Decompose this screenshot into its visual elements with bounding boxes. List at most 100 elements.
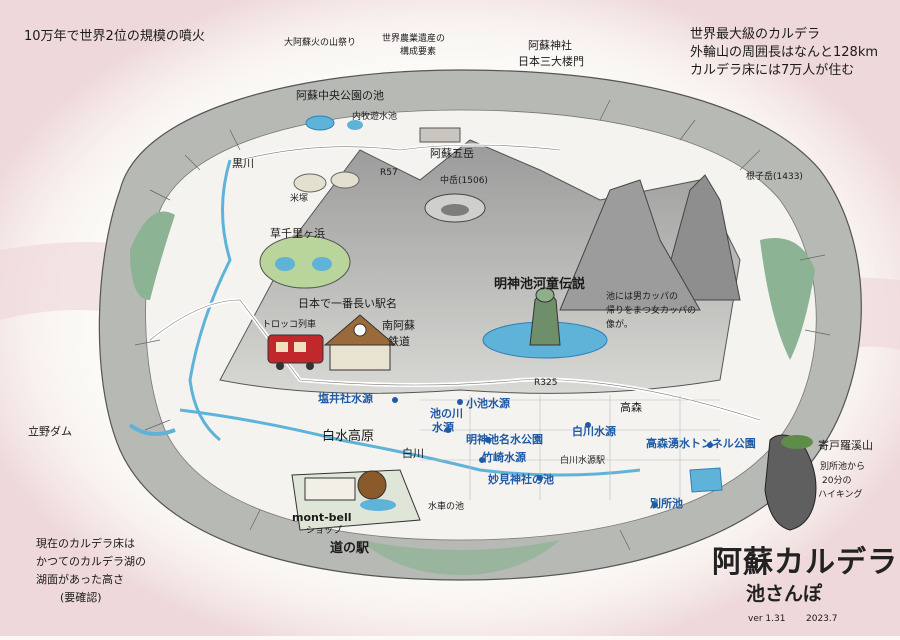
label-myoken-pond: 妙見神社の池	[488, 473, 554, 486]
label-kappa-note-3: 像が。	[606, 320, 633, 330]
label-caldera-note-1: 世界最大級のカルデラ	[690, 27, 821, 42]
label-takesaki-spring: 竹崎水源	[482, 451, 526, 464]
label-hike-note-3: ハイキング	[818, 490, 863, 500]
map-title: 阿蘇カルデラ	[712, 545, 898, 580]
nekodake-name: 根子岳	[746, 172, 774, 182]
label-volcano-rank: 10万年で世界2位の規模の噴火	[24, 29, 205, 44]
spring-takamori	[707, 442, 713, 448]
label-lake-note-3: 湖面があった高さ	[36, 573, 124, 586]
spring-myoken	[537, 475, 543, 481]
station-clock	[353, 323, 367, 337]
label-beppu-pond: 別所池	[650, 497, 683, 510]
aso-central-park-pond	[305, 115, 335, 131]
kusasenri-pond-2	[312, 257, 332, 271]
label-lake-note-4: (要確認)	[60, 591, 102, 604]
label-minami-aso-1: 南阿蘇	[382, 319, 415, 332]
label-torokko: トロッコ列車	[262, 320, 317, 330]
label-shirakawa-spring: 白川水源	[572, 425, 616, 438]
r57-road-edge	[239, 144, 561, 161]
kanbatake-trees	[781, 435, 813, 449]
train-wheel-2	[306, 362, 314, 370]
label-hike-note-2: 20分の	[822, 476, 852, 486]
nakadake-name: 中岳	[440, 176, 459, 186]
shirakawa-river	[179, 408, 641, 477]
rim-forest-right	[760, 238, 815, 360]
rim-forest-bottom	[360, 540, 560, 575]
label-takamori: 高森	[620, 401, 642, 414]
kappa-head	[535, 287, 555, 303]
aso-shrine-gate	[419, 127, 461, 143]
kusasenri-pond-1	[275, 257, 295, 271]
waterwheel-pond	[360, 499, 396, 511]
spring-myojin-park	[485, 437, 491, 443]
label-nakadake: 中岳(1506)	[440, 176, 488, 186]
train-window-2	[294, 342, 306, 352]
komezuka-mound-2	[330, 171, 360, 189]
map-subtitle: 池さんぽ	[746, 583, 823, 605]
label-kappa-note-2: 帰りをまつ女カッパの	[606, 306, 697, 316]
label-montbell-1: mont-bell	[292, 511, 352, 524]
label-kappa-note-1: 池には男カッパの	[606, 292, 679, 302]
rim-hatching	[134, 99, 831, 551]
label-r57: R57	[380, 168, 398, 178]
label-r325: R325	[534, 378, 558, 388]
label-takamori-tunnel-park: 高森湧水トンネル公園	[646, 437, 756, 450]
label-kurokawa: 黒川	[232, 157, 254, 170]
label-tateno-dam: 立野ダム	[28, 425, 72, 438]
station-building	[329, 344, 391, 371]
label-caldera-note-2: 外輪山の周囲長はなんと128km	[690, 45, 879, 60]
label-aso-five-peaks: 阿蘇五岳	[430, 147, 474, 160]
label-kanbatake: 寄戸羅溪山	[818, 439, 873, 452]
nekodake-peak	[659, 174, 741, 301]
label-michinoeki: 道の駅	[330, 541, 370, 556]
label-shirakawa: 白川	[402, 447, 424, 460]
label-world-heritage-2: 構成要素	[400, 47, 437, 57]
label-kusasenri: 草千里ヶ浜	[270, 227, 325, 240]
nakadake-height: (1506)	[458, 176, 488, 186]
spring-ikenokawa	[445, 427, 451, 433]
spring-shioisha	[392, 397, 398, 403]
town-grid	[420, 395, 720, 500]
spring-takesaki	[479, 457, 485, 463]
train-window-1	[276, 342, 288, 352]
montbell-shop	[304, 477, 356, 501]
label-nekodake: 根子岳(1433)	[746, 172, 803, 182]
tateno-dam-water	[128, 423, 176, 436]
rim-forest-left	[130, 211, 175, 300]
label-caldera-note-3: カルデラ床には7万人が住む	[690, 63, 855, 78]
spring-shirakawa	[585, 422, 591, 428]
spring-beppu	[652, 502, 658, 508]
label-shioisha-spring: 塩井社水源	[318, 392, 373, 405]
label-longest-station-name: 日本で一番長い駅名	[298, 297, 397, 310]
beppu-pond-shape	[689, 467, 723, 493]
waterwheel	[357, 470, 387, 500]
spring-koike	[457, 399, 463, 405]
label-komezuka: 米塚	[290, 194, 309, 204]
label-mizuguruma-pond: 水車の池	[428, 502, 465, 512]
label-lake-note-1: 現在のカルデラ床は	[36, 537, 135, 550]
date-label: 2023.7	[806, 614, 838, 624]
label-shirakawa-station: 白川水源駅	[560, 456, 606, 466]
label-myojin-park: 明神池名水公園	[466, 433, 543, 446]
kusasenri-meadow	[259, 235, 351, 289]
label-ikenokawa-2: 水源	[432, 421, 454, 434]
spring-markers	[392, 397, 713, 508]
label-aso-central-park-pond: 阿蘇中央公園の池	[296, 89, 384, 102]
nakadake-crater-inner	[441, 204, 469, 216]
label-lake-note-2: かつてのカルデラ湖の	[36, 555, 146, 568]
nekodake-height: (1433)	[773, 172, 803, 182]
uchimaki-pond-shape	[347, 120, 363, 130]
label-aso-shrine: 阿蘇神社	[528, 39, 572, 52]
label-uchimaki-pond: 内牧遊水池	[352, 112, 398, 122]
takadake-peak	[559, 179, 701, 311]
label-hike-note-1: 別所池から	[820, 462, 866, 472]
train-wheel-1	[276, 362, 284, 370]
label-montbell-2: ショップ	[306, 526, 343, 536]
r325-road-edge	[149, 299, 761, 421]
label-ikenokawa-1: 池の川	[430, 407, 463, 420]
label-world-heritage-1: 世界農業遺産の	[382, 34, 446, 44]
kurokawa-river	[188, 159, 232, 442]
label-myojin-legend: 明神池河童伝説	[494, 277, 586, 292]
